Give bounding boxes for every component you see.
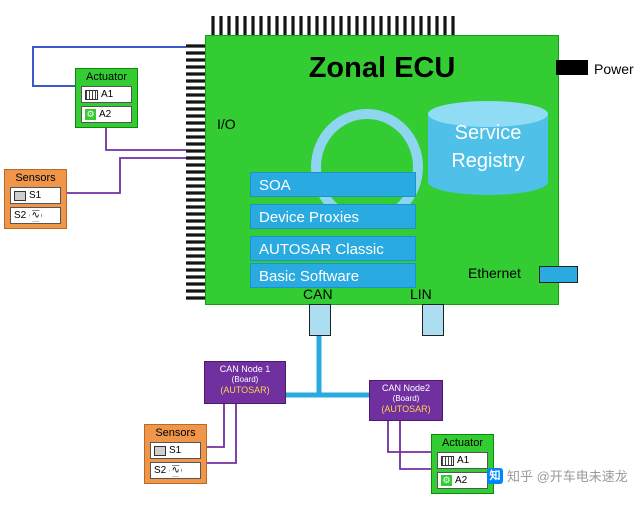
watermark-text: 知乎 @开车电未速龙	[507, 469, 628, 484]
wire-node1-sensor-s1	[207, 404, 225, 448]
sensors-left-item-s1: S1	[10, 187, 61, 204]
actuator-bottom-title: Actuator	[442, 437, 483, 449]
layer-autosar-classic: AUTOSAR Classic	[250, 236, 416, 261]
lin-connector	[422, 304, 444, 336]
actuator-box-top: Actuator A1 ⚙ A2	[75, 68, 138, 128]
can-node-1-board: (Board)	[231, 375, 259, 384]
watermark: 知 知乎 @开车电未速龙	[487, 466, 628, 485]
sensors-box-bottom: Sensors S1 S2 ∿	[144, 424, 207, 484]
sensors-bottom-s2-label: S2	[154, 465, 167, 476]
can-node-1: CAN Node 1 (Board) (AUTOSAR)	[204, 361, 286, 404]
signal-wave-icon: ∿	[169, 464, 183, 477]
can-node-2-board: (Board)	[392, 394, 420, 403]
can-node-2-name: CAN Node2	[381, 383, 431, 393]
lin-port-label: LIN	[410, 286, 432, 302]
layer-device-proxies: Device Proxies	[250, 204, 416, 229]
actuator-top-a1-label: A1	[101, 89, 114, 100]
sensors-bottom-item-s2: S2 ∿	[150, 462, 201, 479]
motor-icon	[441, 455, 454, 466]
sensors-left-item-s2: S2 ∿	[10, 207, 61, 224]
layer-soa: SOA	[250, 172, 416, 197]
wire-sensors-left	[67, 157, 186, 194]
actuator-bottom-a2-label: A2	[455, 475, 468, 486]
can-node-2-autosar: (AUTOSAR)	[381, 404, 431, 414]
sensors-left-s1-label: S1	[29, 190, 42, 201]
actuator-bottom-a1-label: A1	[457, 455, 470, 466]
actuator-bottom-item-a2: ⚙ A2	[437, 472, 488, 489]
cylinder-shape	[428, 101, 548, 195]
actuator-top-a2-label: A2	[99, 109, 112, 120]
io-label: I/O	[217, 116, 236, 132]
ethernet-connector	[539, 266, 578, 283]
chip-icon	[14, 190, 26, 201]
motor-icon	[85, 89, 98, 100]
zhihu-logo-icon: 知	[487, 467, 503, 484]
actuator-bottom-item-a1: A1	[437, 452, 488, 469]
can-port-label: CAN	[303, 286, 333, 302]
sensors-bottom-s1-label: S1	[169, 445, 182, 456]
sensors-left-title: Sensors	[15, 172, 56, 184]
power-connector	[556, 60, 588, 75]
can-bus-line	[285, 334, 370, 398]
sensors-box-left: Sensors S1 S2 ∿	[4, 169, 67, 229]
gear-icon: ⚙	[85, 109, 96, 120]
can-connector	[309, 304, 331, 336]
can-node-1-autosar: (AUTOSAR)	[220, 385, 270, 395]
signal-wave-icon: ∿	[29, 209, 43, 222]
chip-icon	[154, 445, 166, 456]
sensors-bottom-title: Sensors	[155, 427, 196, 439]
actuator-box-bottom: Actuator A1 ⚙ A2	[431, 434, 494, 494]
service-registry-label-line2: Registry	[451, 150, 525, 172]
layer-basic-software: Basic Software	[250, 263, 416, 288]
wire-actuator-top-purple	[105, 127, 186, 151]
ecu-title: Zonal ECU	[308, 52, 456, 84]
can-node-1-name: CAN Node 1	[219, 364, 271, 374]
can-node-2: CAN Node2 (Board) (AUTOSAR)	[369, 380, 443, 421]
wire-node2-actuator-a2	[399, 421, 431, 470]
wire-node2-actuator-a1	[387, 421, 431, 453]
actuator-top-item-a2: ⚙ A2	[81, 106, 132, 123]
actuator-top-title: Actuator	[86, 71, 127, 83]
sensors-bottom-item-s1: S1	[150, 442, 201, 459]
sensors-left-s2-label: S2	[14, 210, 27, 221]
ethernet-label: Ethernet	[468, 265, 521, 281]
wire-node1-sensor-s2	[207, 404, 237, 464]
gear-icon: ⚙	[441, 475, 452, 486]
actuator-top-item-a1: A1	[81, 86, 132, 103]
service-registry-label-line1: Service	[454, 122, 522, 144]
zonal-ecu-box: Zonal ECU I/O Service Registry SOA Devic…	[205, 35, 559, 305]
service-registry-cylinder: Service Registry	[422, 100, 554, 200]
power-label: Power	[594, 61, 634, 77]
